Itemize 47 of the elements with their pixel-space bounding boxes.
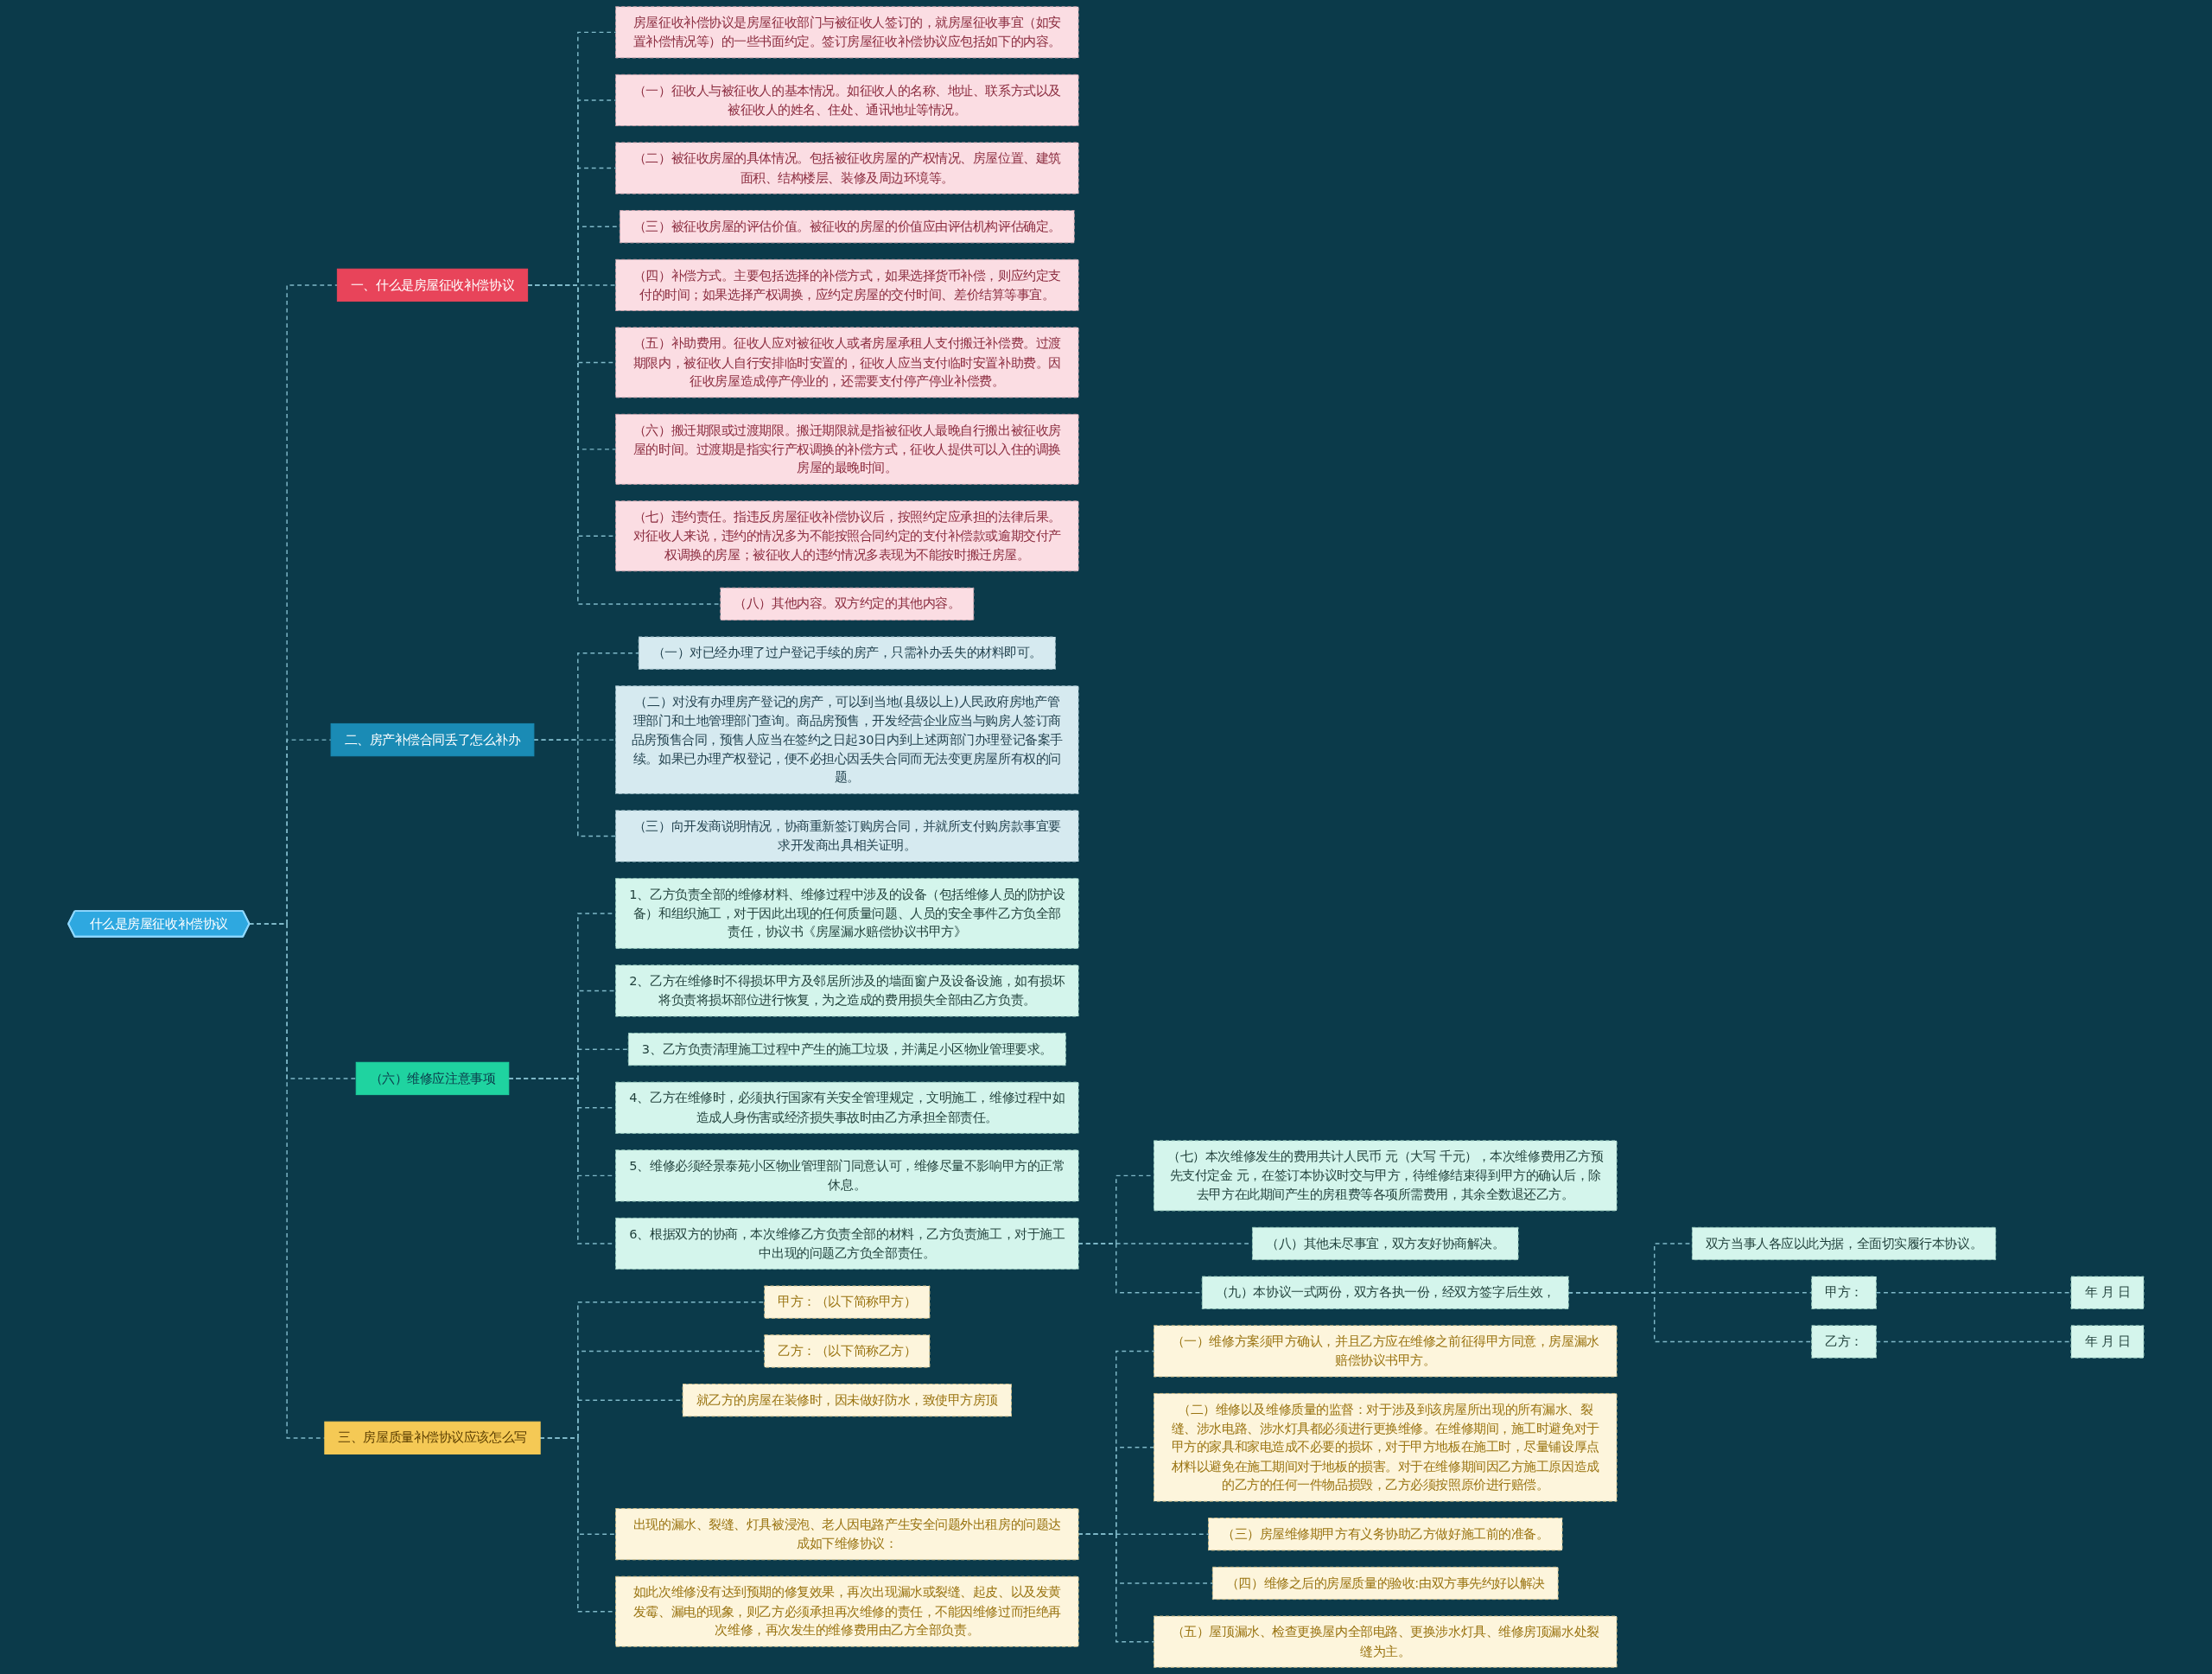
node-box: （六）搬迁期限或过渡期限。搬迁期限就是指被征收人最晚自行搬出被征收房屋的时间。过渡期是指实行产权调换的补偿方式，征收人提供可以入住的调换房屋的最晚时间。 (615, 413, 1079, 485)
node-box: 1、乙方负责全部的维修材料、维修过程中涉及的设备（包括维修人员的防护设备）和组织施工，对于因此出现的任何质量问题、人员的安全事件乙方负全部责任，协议书《房屋漏水赔偿协议书甲方》 (615, 877, 1079, 949)
node-box: 乙方： (1811, 1325, 1877, 1359)
node-box: （四）补偿方式。主要包括选择的补偿方式，如果选择货币补偿，则应约定支付的时间；如果选择产权调换，应约定房屋的交付时间、差价结算等事宜。 (615, 258, 1079, 311)
node-box: （四）维修之后的房屋质量的验收:由双方事先约好以解决 (1211, 1566, 1559, 1601)
node-box: 3、乙方负责清理施工过程中产生的施工垃圾，并满足小区物业管理要求。 (627, 1032, 1066, 1066)
node-box: 6、根据双方的协商，本次维修乙方负责全部的材料，乙方负责施工，对于施工中出现的问题乙方负全部责任。 (615, 1217, 1079, 1270)
connector (1567, 1292, 1813, 1343)
node-box: （九）本协议一式两份，双方各执一份，经双方签字后生效， (1201, 1276, 1569, 1309)
connector (526, 284, 721, 605)
node-box: （二）对没有办理房产登记的房产，可以到当地(县级以上)人民政府房地产管理部门和土地管理部门查询。商品房预售，开发经营企业应当与购房人签订商品房预售合同，预售人应当在签约之日起30日内到上述两部门办理登记备案手续。如果已办理产权登记，便不必担心因丢失合同而无法变更房屋所有权的问题。 (615, 685, 1079, 794)
node-box: 乙方：（以下简称乙方） (764, 1334, 931, 1368)
node-box: 就乙方的房屋在装修时，因未做好防水，致使甲方房顶 (682, 1384, 1012, 1417)
node-box: 4、乙方在维修时，必须执行国家有关安全管理规定，文明施工，维修过程中如造成人身伤害或经济损失事故时由乙方承担全部责任。 (615, 1081, 1079, 1134)
node-box: 双方当事人各应以此为据，全面切实履行本协议。 (1691, 1226, 1997, 1261)
node-box: （三）房屋维修期甲方有义务协助乙方做好施工前的准备。 (1208, 1518, 1563, 1551)
node-box: （三）向开发商说明情况，协商重新签订购房合同，并就所支付购房款事宜要求开发商出具相关证明。 (615, 810, 1079, 862)
node-box: 房屋征收补偿协议是房屋征收部门与被征收人签订的，就房屋征收事宜（如安置补偿情况等）的一些书面约定。签订房屋征收补偿协议应包括如下的内容。 (615, 6, 1079, 59)
connector (1875, 1340, 2072, 1343)
connector (1875, 1292, 2072, 1294)
node-box: 2、乙方在维修时不得损坏甲方及邻居所涉及的墙面窗户及设备设施，如有损坏将负责将损坏部位进行恢复，为之造成的费用损失全部由乙方负责。 (615, 964, 1079, 1017)
connector (1077, 1533, 1155, 1643)
node-box: 甲方： (1811, 1276, 1877, 1309)
node-box: （一）对已经办理了过户登记手续的房产，只需补办丢失的材料即可。 (638, 636, 1056, 670)
node-box: 甲方：（以下简称甲方） (764, 1285, 931, 1319)
node-box: （五）补助费用。征收人应对被征收人或者房屋承租人支付搬迁补偿费。过渡期限内，被征收人自行安排临时安置的，征收人应当支付临时安置补助费。因征收房屋造成停产停业的，还需要支付停产停业补偿费。 (615, 327, 1079, 398)
node-box: （六）维修应注意事项 (355, 1061, 510, 1096)
node-box: （一）征收人与被征收人的基本情况。如征收人的名称、地址、联系方式以及被征收人的姓名、住处、通讯地址等情况。 (615, 73, 1079, 127)
node-box: （五）屋顶漏水、检查更换屋内全部电路、更换涉水灯具、维修房顶漏水处裂缝为主。 (1153, 1615, 1618, 1668)
node-box: 如此次维修没有达到预期的修复效果，再次出现漏水或裂缝、起皮、以及发黄发霉、漏电的现象，则乙方必须承担再次维修的责任，不能因维修过而拒绝再次维修，再次发生的维修费用由乙方全部负责。 (615, 1575, 1079, 1647)
node-box: 二、房产补偿合同丢了怎么补办 (330, 722, 535, 757)
node-box: （七）违约责任。指违反房屋征收补偿协议后，按照约定应承担的法律后果。对征收人来说，违约的情况多为不能按照合同约定的支付补偿款或逾期交付产权调换的房屋；被征收人的违约情况多表现为不能按时搬迁房屋。 (615, 500, 1079, 572)
node-box: （三）被征收房屋的评估价值。被征收的房屋的价值应由评估机构评估确定。 (619, 210, 1075, 244)
connector (533, 739, 617, 837)
node-box: （八）其他未尽事宜，双方友好协商解决。 (1251, 1226, 1519, 1261)
node-box: 5、维修必须经景泰苑小区物业管理部门同意认可，维修尽量不影响甲方的正常休息。 (615, 1149, 1079, 1202)
node-box: （七）本次维修发生的费用共计人民币 元（大写 千元），本次维修费用乙方预先支付定金 元，在签订本协议时交与甲方，待维修结束得到甲方的确认后，除去甲方在此期间产生的房租费等各项所需费用，其余全数退还乙方。 (1153, 1140, 1618, 1212)
connector (539, 1437, 617, 1613)
node-box: 年 月 日 (2070, 1276, 2145, 1309)
node-box: 出现的漏水、裂缝、灯具被浸泡、老人因电路产生安全问题外出租房的问题达成如下维修协议： (615, 1508, 1079, 1561)
node-box: 三、房屋质量补偿协议应该怎么写 (324, 1421, 541, 1454)
node-box: （二）被征收房屋的具体情况。包括被征收房屋的产权情况、房屋位置、建筑面积、结构楼层、装修及周边环境等。 (615, 142, 1079, 194)
node-box: （二）维修以及维修质量的监督：对于涉及到该房屋所出现的所有漏水、裂缝、涉水电路、涉水灯具都必须进行更换维修。在维修期间，施工时避免对于甲方的家具和家电造成不必要的损坏，对于甲方地板在施工时，尽量铺设厚点材料以避免在施工期间对于地板的损害。对于在维修期间因乙方施工原因造成的乙方的任何一件物品损毁，乙方必须按照原价进行赔偿。 (1153, 1392, 1618, 1502)
node-box: 一、什么是房屋征收补偿协议 (336, 268, 529, 302)
node-box: （一）维修方案须甲方确认，并且乙方应在维修之前征得甲方同意，房屋漏水赔偿协议书甲方。 (1153, 1325, 1618, 1378)
node-box: （八）其他内容。双方约定的其他内容。 (720, 587, 975, 621)
node-box: 年 月 日 (2070, 1325, 2145, 1359)
